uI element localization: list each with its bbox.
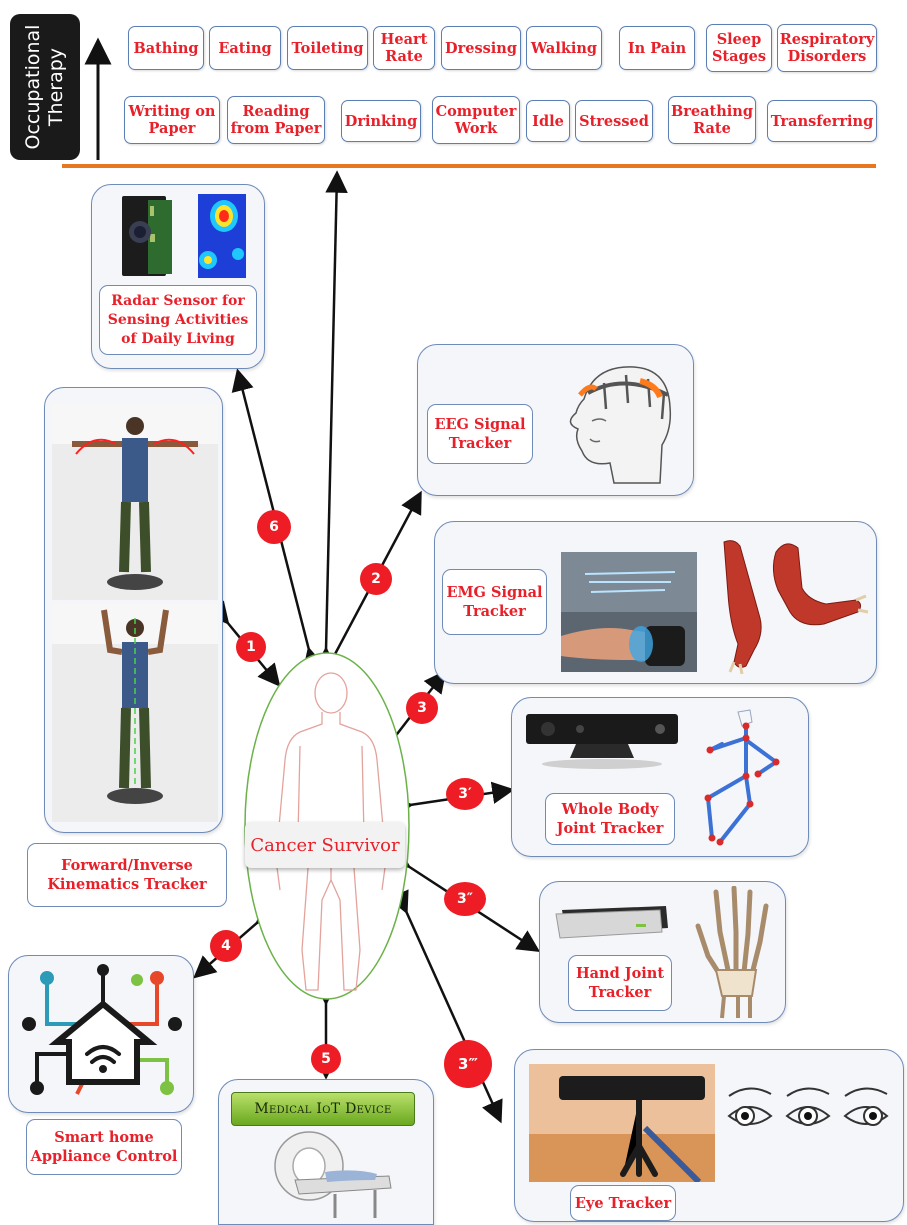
badge-3-prime: 3′ (446, 778, 484, 810)
arrow-survivor-activities (326, 174, 337, 650)
radar-label: Radar Sensor for Sensing Activities of D… (99, 285, 257, 355)
hand-label: Hand Joint Tracker (568, 955, 672, 1011)
eeg-head-icon (544, 359, 684, 487)
radar-heatmap-icon (198, 194, 246, 278)
skeleton-joint-icon (688, 706, 800, 852)
smart-home-panel (8, 955, 194, 1113)
badge-3: 3 (406, 692, 438, 724)
emg-armband-photo (561, 552, 697, 672)
smart-home-label: Smart home Appliance Control (26, 1119, 182, 1175)
emg-panel: EMG Signal Tracker (434, 521, 877, 684)
badge-3-triple-prime: 3‴ (444, 1040, 492, 1088)
leap-motion-sensor-icon (552, 902, 672, 946)
whole-body-panel: Whole Body Joint Tracker (511, 697, 809, 857)
badge-5: 5 (311, 1044, 341, 1074)
smart-home-icon (17, 964, 187, 1106)
iot-device-banner: Medical IoT Device (231, 1092, 415, 1126)
emg-arm-muscle-icon (720, 534, 870, 674)
badge-1: 1 (236, 632, 266, 662)
eye-tracker-panel: Eye Tracker (514, 1049, 904, 1222)
hand-panel: Hand Joint Tracker (539, 881, 786, 1023)
badge-2: 2 (360, 563, 392, 595)
radar-panel: Radar Sensor for Sensing Activities of D… (91, 184, 265, 369)
eeg-panel: EEG Signal Tracker (417, 344, 694, 496)
eeg-label: EEG Signal Tracker (427, 404, 533, 464)
cancer-survivor-label: Cancer Survivor (245, 822, 405, 868)
badge-3-double-prime: 3″ (444, 882, 486, 916)
kinect-sensor-icon (524, 710, 682, 774)
eye-tracker-device-photo (529, 1064, 715, 1182)
medical-scanner-icon (265, 1130, 395, 1222)
eye-movements-icon (725, 1080, 895, 1150)
badge-4: 4 (210, 930, 242, 962)
radar-device-icon (118, 194, 182, 278)
emg-label: EMG Signal Tracker (442, 569, 547, 635)
kinematics-label: Forward/Inverse Kinematics Tracker (27, 843, 227, 907)
badge-6: 6 (257, 510, 291, 544)
kinematics-panel (44, 387, 223, 833)
kinematics-photos (52, 404, 218, 822)
hand-skeleton-icon (686, 886, 776, 1020)
eye-tracker-label: Eye Tracker (570, 1185, 676, 1221)
whole-body-label: Whole Body Joint Tracker (545, 793, 675, 845)
